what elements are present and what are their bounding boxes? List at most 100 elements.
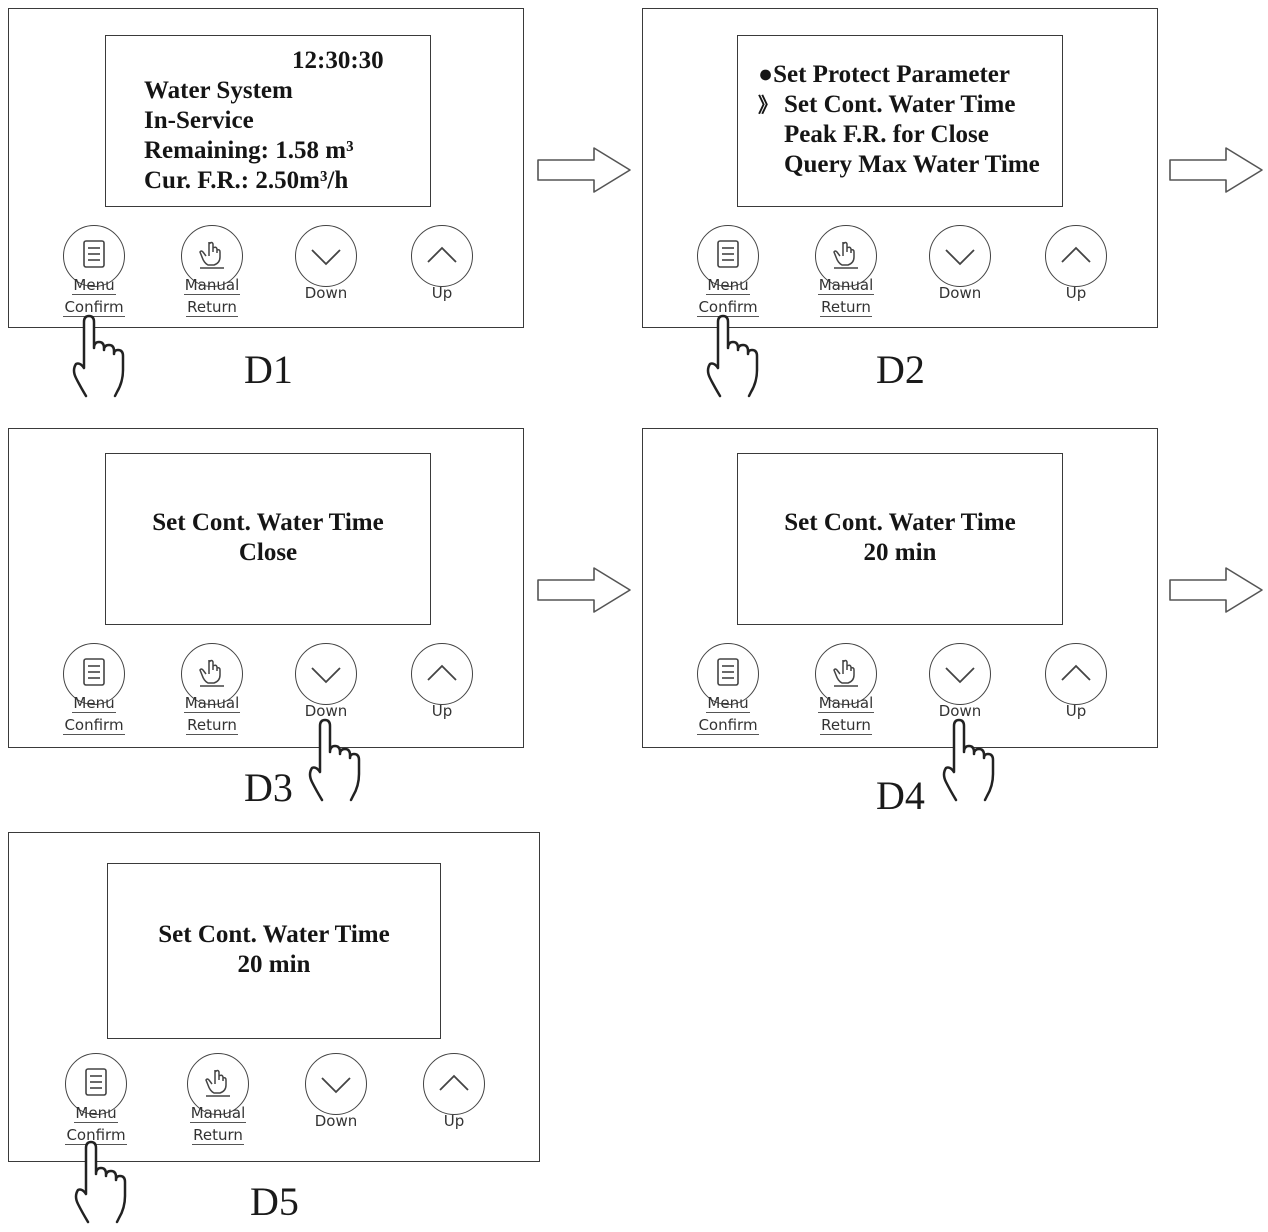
hand-press-icon	[181, 643, 243, 705]
down-label: Down	[314, 1112, 358, 1130]
display-screen: Set Cont. Water Time Close	[105, 453, 431, 625]
menu-label: Menu	[72, 276, 116, 295]
step-label-d2: D2	[876, 347, 925, 392]
menu-label: Menu	[74, 1104, 118, 1123]
clock-time: 12:30:30	[292, 47, 384, 74]
menu-item-query-max-water-time[interactable]: Query Max Water Time	[784, 151, 1040, 178]
menu-label: Menu	[72, 694, 116, 713]
manual-return-button[interactable]: Manual Return	[801, 643, 891, 753]
up-button[interactable]: Up	[1031, 225, 1121, 335]
menu-list-icon	[63, 643, 125, 705]
step-label-d3: D3	[244, 765, 293, 810]
confirm-label: Confirm	[63, 716, 125, 735]
down-label: Down	[938, 284, 982, 302]
right-arrow-icon	[537, 567, 631, 613]
chevron-up-icon	[1045, 225, 1107, 287]
pointing-hand-icon	[942, 718, 995, 802]
manual-return-button[interactable]: Manual Return	[167, 643, 257, 753]
up-label: Up	[1065, 702, 1087, 720]
menu-list-icon	[697, 643, 759, 705]
up-button[interactable]: Up	[409, 1053, 499, 1163]
panel-d4: Set Cont. Water Time 20 min Menu Confirm…	[642, 428, 1158, 748]
down-label: Down	[304, 284, 348, 302]
screen-line-2: In-Service	[144, 107, 254, 134]
step-label-d4: D4	[876, 773, 925, 818]
display-screen: 12:30:30 Water System In-Service Remaini…	[105, 35, 431, 207]
up-button[interactable]: Up	[397, 643, 487, 753]
display-screen: ●Set Protect Parameter 》Set Cont. Water …	[737, 35, 1063, 207]
pointing-hand-icon	[72, 314, 125, 398]
panel-d5: Set Cont. Water Time 20 min Menu Confirm…	[8, 832, 540, 1162]
panel-d2: ●Set Protect Parameter 》Set Cont. Water …	[642, 8, 1158, 328]
menu-confirm-button[interactable]: Menu Confirm	[683, 643, 773, 753]
screen-title: Set Cont. Water Time	[158, 921, 390, 948]
hand-press-icon	[181, 225, 243, 287]
panel-d1: 12:30:30 Water System In-Service Remaini…	[8, 8, 524, 328]
pointing-hand-icon	[308, 718, 361, 802]
manual-return-button[interactable]: Manual Return	[801, 225, 891, 335]
chevron-down-icon	[305, 1053, 367, 1115]
screen-value: Close	[238, 539, 298, 566]
up-label: Up	[443, 1112, 465, 1130]
down-button[interactable]: Down	[281, 225, 371, 335]
menu-confirm-button[interactable]: Menu Confirm	[49, 643, 139, 753]
menu-confirm-button[interactable]: Menu Confirm	[683, 225, 773, 335]
screen-title: Set Cont. Water Time	[152, 509, 384, 536]
manual-label: Manual	[817, 694, 875, 713]
down-button[interactable]: Down	[915, 643, 1005, 753]
confirm-label: Confirm	[697, 716, 759, 735]
return-label: Return	[186, 298, 238, 317]
menu-label: Menu	[706, 694, 750, 713]
pointing-hand-icon	[706, 314, 759, 398]
confirm-label: Confirm	[65, 1126, 127, 1145]
menu-item-set-protect-parameter[interactable]: Set Protect Parameter	[773, 61, 1010, 88]
up-label: Up	[431, 702, 453, 720]
screen-line-1: Water System	[144, 77, 293, 104]
up-label: Up	[431, 284, 453, 302]
menu-list-icon	[65, 1053, 127, 1115]
down-button[interactable]: Down	[915, 225, 1005, 335]
hand-press-icon	[815, 643, 877, 705]
manual-label: Manual	[189, 1104, 247, 1123]
confirm-label: Confirm	[63, 298, 125, 317]
manual-label: Manual	[183, 694, 241, 713]
screen-value: 20 min	[237, 951, 311, 978]
manual-return-button[interactable]: Manual Return	[173, 1053, 263, 1163]
chevron-up-icon	[411, 225, 473, 287]
up-label: Up	[1065, 284, 1087, 302]
down-label: Down	[304, 702, 348, 720]
manual-label: Manual	[183, 276, 241, 295]
screen-value: 20 min	[863, 539, 937, 566]
chevron-up-icon	[423, 1053, 485, 1115]
down-label: Down	[938, 702, 982, 720]
chevron-up-icon	[1045, 643, 1107, 705]
step-label-d1: D1	[244, 347, 293, 392]
down-button[interactable]: Down	[291, 1053, 381, 1163]
menu-confirm-button[interactable]: Menu Confirm	[49, 225, 139, 335]
return-label: Return	[820, 716, 872, 735]
menu-confirm-button[interactable]: Menu Confirm	[51, 1053, 141, 1163]
chevron-up-icon	[411, 643, 473, 705]
manual-return-button[interactable]: Manual Return	[167, 225, 257, 335]
return-label: Return	[820, 298, 872, 317]
up-button[interactable]: Up	[1031, 643, 1121, 753]
hand-press-icon	[187, 1053, 249, 1115]
down-button[interactable]: Down	[281, 643, 371, 753]
hand-press-icon	[815, 225, 877, 287]
chevron-down-icon	[295, 225, 357, 287]
chevron-down-icon	[295, 643, 357, 705]
screen-title: Set Cont. Water Time	[784, 509, 1016, 536]
display-screen: Set Cont. Water Time 20 min	[737, 453, 1063, 625]
menu-item-set-cont-water-time[interactable]: Set Cont. Water Time	[784, 91, 1016, 118]
step-label-d5: D5	[250, 1179, 299, 1224]
chevron-down-icon	[929, 225, 991, 287]
chevron-down-icon	[929, 643, 991, 705]
screen-line-3: Remaining: 1.58 m³	[144, 137, 354, 164]
menu-label: Menu	[706, 276, 750, 295]
menu-item-peak-fr-for-close[interactable]: Peak F.R. for Close	[784, 121, 989, 148]
right-arrow-icon	[1169, 567, 1263, 613]
up-button[interactable]: Up	[397, 225, 487, 335]
right-arrow-icon	[537, 147, 631, 193]
return-label: Return	[192, 1126, 244, 1145]
display-screen: Set Cont. Water Time 20 min	[107, 863, 441, 1039]
